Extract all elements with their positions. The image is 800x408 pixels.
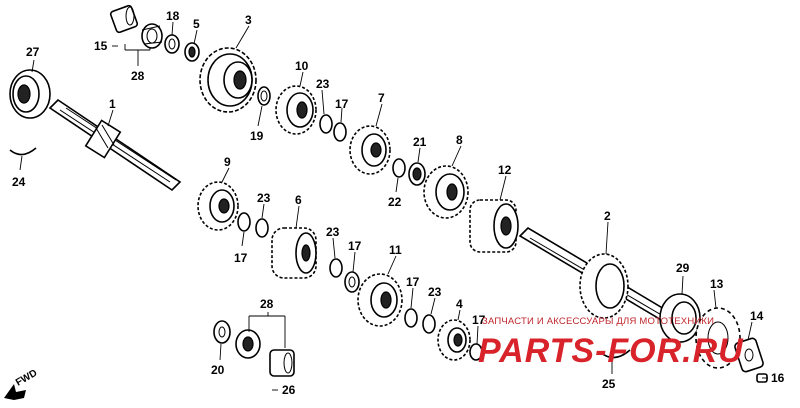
gear-6 (271, 227, 317, 279)
callout-11: 11 (389, 243, 402, 257)
plate-14 (734, 337, 764, 373)
bushing-26 (269, 349, 295, 377)
circlip-23-c (329, 258, 343, 278)
callout-27: 27 (26, 45, 40, 59)
callout-25: 25 (602, 377, 616, 391)
callout-13: 13 (710, 277, 724, 291)
callout-1: 1 (109, 97, 116, 111)
clip-25 (599, 349, 631, 359)
bearing-27 (9, 69, 51, 119)
gear-11 (357, 273, 403, 327)
circlip-23-a (319, 114, 333, 134)
callout-17-c: 17 (348, 239, 362, 253)
bushing-15 (109, 4, 139, 34)
callout-26: 26 (282, 383, 296, 397)
callout-16: 16 (771, 371, 785, 385)
callout-22: 22 (388, 195, 402, 209)
circlip-23-d (422, 314, 436, 334)
callout-18: 18 (166, 9, 180, 23)
watermark-tagline: ЗАПЧАСТИ И АКСЕССУАРЫ ДЛЯ МОТОТЕХНИКИ (482, 316, 714, 327)
countershaft-2 (518, 226, 678, 326)
gear-4 (437, 319, 471, 361)
gear-10 (275, 85, 317, 135)
callout-19: 19 (250, 129, 264, 143)
callout-17-d: 17 (406, 275, 420, 289)
gear-8 (423, 165, 469, 219)
callout-20: 20 (211, 363, 225, 377)
callout-4: 4 (456, 297, 463, 311)
washer-20 (213, 320, 231, 344)
clip-24 (9, 147, 37, 156)
watermark-logo: PARTS-FOR.RU (478, 332, 744, 370)
fwd-label: FWD (14, 368, 39, 389)
callout-29: 29 (676, 261, 690, 275)
callout-3: 3 (245, 13, 252, 27)
gear-9 (197, 181, 239, 231)
circlip-23-b (255, 218, 269, 238)
washer-17-d (404, 308, 418, 328)
callout-numbers: 1 2 3 4 5 6 7 8 9 10 11 12 13 14 15 16 1… (12, 9, 785, 397)
leader-lines (19, 21, 768, 391)
washer-17-a (333, 122, 347, 142)
gear-7 (349, 125, 391, 175)
callout-17-b: 17 (234, 251, 248, 265)
callout-28-b: 28 (260, 297, 274, 311)
fwd-arrow: FWD (4, 368, 39, 400)
callout-15: 15 (94, 39, 108, 53)
callout-14: 14 (750, 309, 764, 323)
callout-10: 10 (295, 59, 309, 73)
needle-bearing-28 (141, 23, 163, 49)
callout-8: 8 (456, 133, 463, 147)
callout-2: 2 (604, 209, 611, 223)
callout-24: 24 (12, 175, 26, 189)
callout-23-d: 23 (428, 285, 442, 299)
washer-19 (257, 86, 271, 106)
callout-9: 9 (224, 155, 231, 169)
washer-17-c (344, 271, 360, 293)
washer-17-b (237, 212, 251, 232)
callout-23-a: 23 (316, 77, 330, 91)
sprocket-13 (695, 307, 741, 369)
callout-21: 21 (413, 135, 427, 149)
callout-5: 5 (193, 17, 200, 31)
callout-23-b: 23 (257, 191, 271, 205)
callout-12: 12 (498, 163, 512, 177)
gear-3 (199, 47, 257, 113)
watermark: ЗАПЧАСТИ И АКСЕССУАРЫ ДЛЯ МОТОТЕХНИКИ PA… (478, 316, 744, 370)
washer-17-e (469, 343, 483, 361)
gear-12 (469, 199, 519, 253)
callout-7: 7 (378, 91, 385, 105)
callout-17-a: 17 (335, 97, 349, 111)
washer-22 (392, 158, 406, 178)
callout-6: 6 (295, 193, 302, 207)
callout-17-e: 17 (472, 313, 486, 327)
mainshaft-1 (48, 98, 182, 192)
callout-23-c: 23 (326, 225, 340, 239)
callout-28-a: 28 (131, 69, 145, 83)
needle-bearing-28-b (235, 329, 261, 359)
washer-18 (164, 34, 180, 54)
bearing-29 (659, 293, 701, 343)
